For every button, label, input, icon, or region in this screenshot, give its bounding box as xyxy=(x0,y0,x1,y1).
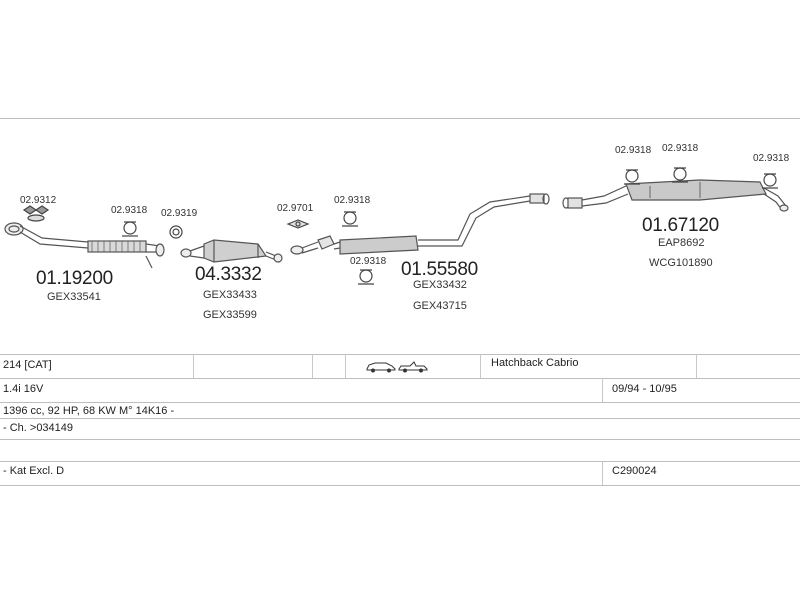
col-divider xyxy=(602,461,603,485)
exhaust-system-diagram xyxy=(4,167,789,285)
part-code: WCG101890 xyxy=(649,257,713,269)
specs-cell: 1396 cc, 92 HP, 68 KW M° 14K16 - xyxy=(3,405,175,417)
hanger-02-9318-a xyxy=(122,221,138,237)
body-type-cell: Hatchback Cabrio xyxy=(491,357,579,369)
hanger-02-9701 xyxy=(286,219,310,229)
top-border xyxy=(0,118,800,119)
hanger-02-9318-d xyxy=(624,169,640,185)
part-code: GEX33541 xyxy=(47,291,101,303)
hanger-02-9318-c xyxy=(358,269,374,285)
col-divider xyxy=(312,354,313,378)
row-divider xyxy=(0,378,800,379)
hanger-02-9318-b xyxy=(342,211,358,227)
code-cell: C290024 xyxy=(612,465,657,477)
col-divider xyxy=(193,354,194,378)
table-top-border xyxy=(0,354,800,355)
mount-label: 02.9318 xyxy=(111,205,148,216)
mount-label: 02.9312 xyxy=(20,195,57,206)
mount-label: 02.9318 xyxy=(350,256,387,267)
chassis-cell: - Ch. >034149 xyxy=(3,422,74,434)
mount-label: 02.9318 xyxy=(662,143,699,154)
catalytic-converter-part xyxy=(180,239,283,263)
col-divider xyxy=(602,378,603,402)
row-divider xyxy=(0,439,800,440)
row-divider xyxy=(0,461,800,462)
hanger-02-9318-f xyxy=(762,173,778,189)
row-divider xyxy=(0,402,800,403)
mount-label: 02.9318 xyxy=(753,153,790,164)
front-pipe-part xyxy=(4,222,165,269)
engine-cell: 1.4i 16V xyxy=(3,383,44,395)
part-number: 01.19200 xyxy=(36,268,113,289)
mount-label: 02.9318 xyxy=(334,195,371,206)
table-bottom-border xyxy=(0,485,800,486)
part-number: 01.55580 xyxy=(401,259,478,280)
col-divider xyxy=(345,354,346,378)
part-number: 01.67120 xyxy=(642,215,719,236)
col-divider xyxy=(696,354,697,378)
col-divider xyxy=(480,354,481,378)
part-number: 04.3332 xyxy=(195,264,262,285)
mount-label: 02.9318 xyxy=(615,145,652,156)
row-divider xyxy=(0,418,800,419)
part-code: GEX33432 xyxy=(413,279,467,291)
mounting-hangers xyxy=(22,167,778,285)
part-code: GEX33599 xyxy=(203,309,257,321)
part-code: GEX33433 xyxy=(203,289,257,301)
hatchback-car-icon xyxy=(366,360,396,378)
years-cell: 09/94 - 10/95 xyxy=(612,383,677,395)
hanger-02-9312 xyxy=(22,205,50,222)
note-cell: - Kat Excl. D xyxy=(3,465,65,477)
model-cell: 214 [CAT] xyxy=(3,359,52,371)
rear-silencer-part xyxy=(562,179,789,212)
mount-label: 02.9319 xyxy=(161,208,198,219)
hanger-02-9318-e xyxy=(672,167,688,183)
mount-label: 02.9701 xyxy=(277,203,314,214)
part-code: GEX43715 xyxy=(413,300,467,312)
cabrio-car-icon xyxy=(398,360,428,378)
hanger-02-9319 xyxy=(169,225,183,239)
middle-silencer-part xyxy=(290,193,550,255)
part-code: EAP8692 xyxy=(658,237,705,249)
